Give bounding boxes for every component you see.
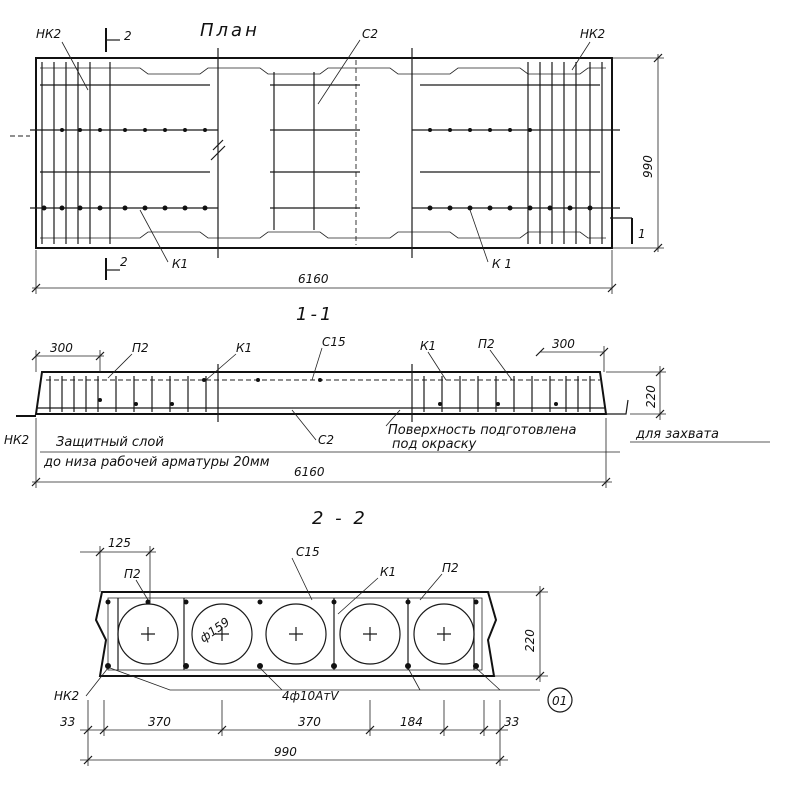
section-2-2-leader-rebar [109, 667, 540, 691]
section-2-2-leader-k1 [337, 577, 379, 615]
section-1-1-label-k1-right: К1 [420, 339, 436, 353]
section-1-1-note-surface-1: Поверхность подготовлена [388, 423, 577, 438]
section-2-2-label-nk2: НК2 [54, 689, 79, 703]
section-2-2-label-diameter: ф159 [197, 615, 232, 645]
section-2-2-leader-p2-right [419, 573, 443, 601]
section-2-2-dim-125 [80, 546, 156, 604]
plan-cut-2-top-label: 2 [124, 29, 132, 43]
plan-cut-2-bottom-label: 2 [120, 255, 128, 269]
section-2-2-frames [117, 598, 475, 670]
section-2-2-dim-height-value: 220 [523, 629, 537, 652]
section-2-2-dim-33-left-value: 33 [60, 715, 75, 729]
plan-dim-length [31, 250, 617, 294]
plan-leader-nk2-left [61, 41, 89, 91]
plan-cut-2-top [105, 28, 120, 52]
plan-break-mark [210, 139, 226, 161]
section-1-1-rebar-dots [98, 378, 558, 406]
plan-cut-1-label: 1 [638, 227, 646, 241]
section-2-2-dim-125-value: 125 [108, 536, 131, 550]
section-2-2-rebar-dots [105, 599, 479, 669]
section-1-1-frames-right [423, 376, 591, 412]
plan-mesh-c2 [273, 60, 357, 245]
section-1-1-dim-height [606, 366, 666, 420]
section-1-1-leader-surface [385, 409, 401, 427]
section-1-1-note-grip: для захвата [635, 427, 719, 442]
plan-top-edge-profile [40, 67, 606, 75]
section-2-2-label-rebar: 4ф10АтⅤ [282, 689, 339, 703]
plan-mesh-nk2-left [41, 62, 111, 244]
section-2-2-dim-370-1-value: 370 [148, 715, 171, 729]
section-2-2-mark-label: 01 [552, 694, 567, 708]
section-2-2-dim-33-right-value: 33 [504, 715, 519, 729]
plan-dim-length-value: 6160 [298, 272, 329, 286]
plan-rebar-dots [41, 128, 593, 211]
section-1-1-label-c15: С15 [322, 335, 346, 349]
section-1-1-label-c2: С2 [318, 433, 334, 447]
section-2-2: 2 - 2 [54, 508, 573, 766]
plan-label-nk2-right: НК2 [580, 27, 605, 41]
section-1-1-dim-300-right-value: 300 [552, 337, 575, 351]
section-1-1-dim-300-right [535, 346, 609, 372]
plan-view: План [10, 20, 664, 294]
plan-bottom-edge-profile [40, 231, 606, 239]
plan-leader-nk2-right [571, 41, 591, 71]
section-1-1-dim-300-left [31, 350, 105, 372]
plan-leader-k1-left [139, 209, 169, 263]
plan-label-k1-right: К 1 [492, 257, 512, 271]
section-1-1-label-p2-right: П2 [478, 337, 495, 351]
section-2-2-dim-total [80, 755, 508, 765]
plan-dim-width [612, 53, 664, 253]
section-2-2-title: 2 - 2 [312, 508, 368, 529]
section-1-1-note-protective-1: Защитный слой [56, 435, 164, 450]
section-1-1-label-p2-left: П2 [132, 341, 149, 355]
section-2-2-label-c15: С15 [296, 545, 320, 559]
section-1-1-leader-c2 [291, 409, 317, 441]
section-1-1-leader-p2-right [489, 349, 513, 381]
section-2-2-dim-184-value: 184 [400, 715, 423, 729]
section-1-1-label-nk2: НК2 [4, 433, 29, 447]
section-1-1-leader-k1-right [427, 351, 447, 381]
plan-cut-2-bottom [105, 258, 120, 280]
plan-mesh-nk2-right [527, 62, 603, 244]
section-2-2-dim-chain [80, 700, 508, 766]
plan-leader-c2 [317, 39, 361, 105]
section-2-2-leader-nk2 [85, 667, 109, 697]
plan-title: План [200, 20, 260, 41]
plan-leader-k1-right [469, 209, 489, 263]
section-1-1-dim-length [31, 418, 612, 488]
section-2-2-leader-p2-left [135, 579, 149, 601]
section-2-2-dim-height [488, 586, 548, 682]
section-1-1-frames-left [49, 376, 207, 412]
plan-longitudinal-bars [30, 84, 620, 209]
section-1-1-leader-c15 [311, 347, 323, 381]
section-2-2-dim-370-2-value: 370 [298, 715, 321, 729]
plan-cut-1 [610, 217, 633, 244]
section-2-2-void-centers [141, 627, 451, 641]
section-1-1-dim-length-value: 6160 [294, 465, 325, 479]
section-1-1: 1-1 [4, 304, 770, 488]
section-2-2-dim-total-value: 990 [274, 745, 297, 759]
section-2-2-leader-c15 [291, 557, 313, 601]
section-2-2-label-p2-left: П2 [124, 567, 141, 581]
section-1-1-note-protective-2: до низа рабочей арматуры 20мм [43, 455, 270, 470]
section-1-1-grip-hook [606, 399, 629, 415]
section-2-2-inner-outline [107, 597, 483, 671]
section-2-2-label-p2-right: П2 [442, 561, 459, 575]
plan-slab-outline [35, 57, 613, 249]
section-1-1-label-k1-left: К1 [236, 341, 252, 355]
plan-dim-width-value: 990 [641, 155, 655, 178]
section-1-1-leader-p2-left [107, 353, 133, 379]
section-1-1-title: 1-1 [296, 304, 334, 325]
section-1-1-dim-height-value: 220 [644, 385, 658, 408]
section-1-1-note-surface-2: под окраску [392, 437, 477, 452]
section-1-1-dim-300-left-value: 300 [50, 341, 73, 355]
section-2-2-mark-circle [547, 687, 573, 713]
plan-label-c2: С2 [362, 27, 378, 41]
plan-label-k1-left: К1 [172, 257, 188, 271]
section-2-2-label-k1: К1 [380, 565, 396, 579]
section-1-1-leader-k1-left [205, 353, 237, 381]
plan-label-nk2-left: НК2 [36, 27, 61, 41]
